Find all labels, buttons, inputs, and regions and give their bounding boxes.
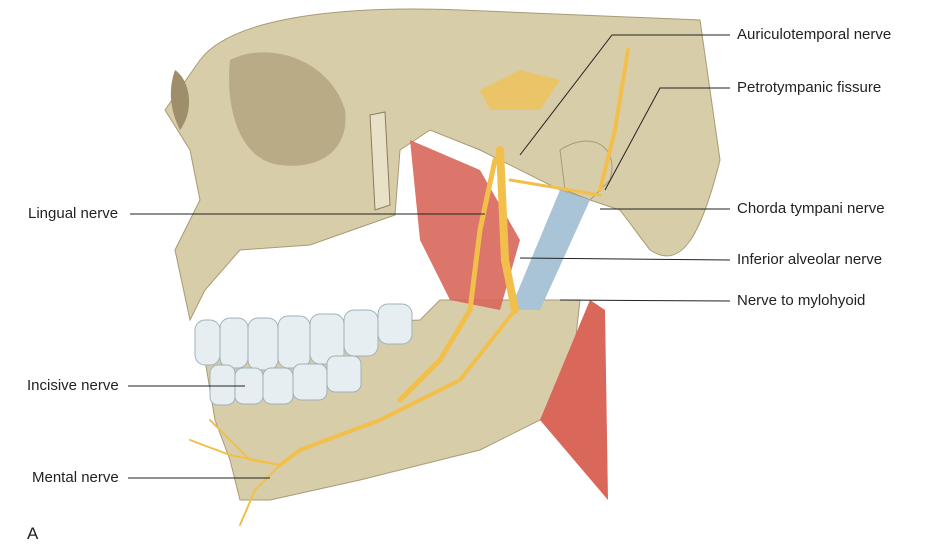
label-auriculotemporal-nerve: Auriculotemporal nerve [737,26,892,43]
orbit [229,52,346,166]
leader-auriculotemporal [519,34,730,156]
nasal-cavity [170,70,190,130]
mandibular-trunk [496,146,519,314]
leader-inferior-alveolar [519,257,731,261]
condyle [559,140,613,201]
nerves [189,48,630,526]
leader-petrotympanic [604,87,730,191]
mylohyoid-muscle [540,300,608,500]
panel-letter: A [27,524,39,543]
label-inferior-alveolar-nerve: Inferior alveolar nerve [737,251,883,268]
inferior-alveolar-nerve-path [278,308,517,467]
label-chorda-tympani-nerve: Chorda tympani nerve [737,200,885,217]
pterygoid-muscle [410,140,520,310]
auriculotemporal-nerve-path [598,48,630,192]
lingual-nerve-path [397,157,498,403]
mental-nerve-branches [189,419,281,526]
petrous-ganglion [480,70,560,110]
label-nerve-to-mylohyoid: Nerve to mylohyoid [737,292,866,309]
label-mental-nerve: Mental nerve [32,469,119,486]
chorda-tympani-path [508,178,602,197]
sphenomandibular-ligament [510,190,590,310]
upper-teeth [194,303,413,371]
label-lingual-nerve: Lingual nerve [28,205,119,222]
leader-lines [128,34,731,479]
leader-mylohyoid [559,299,731,302]
zygomatic-arch-cut [369,111,391,211]
label-incisive-nerve: Incisive nerve [27,377,119,394]
lower-teeth [209,355,362,406]
label-petrotympanic-fissure: Petrotympanic fissure [737,79,882,96]
